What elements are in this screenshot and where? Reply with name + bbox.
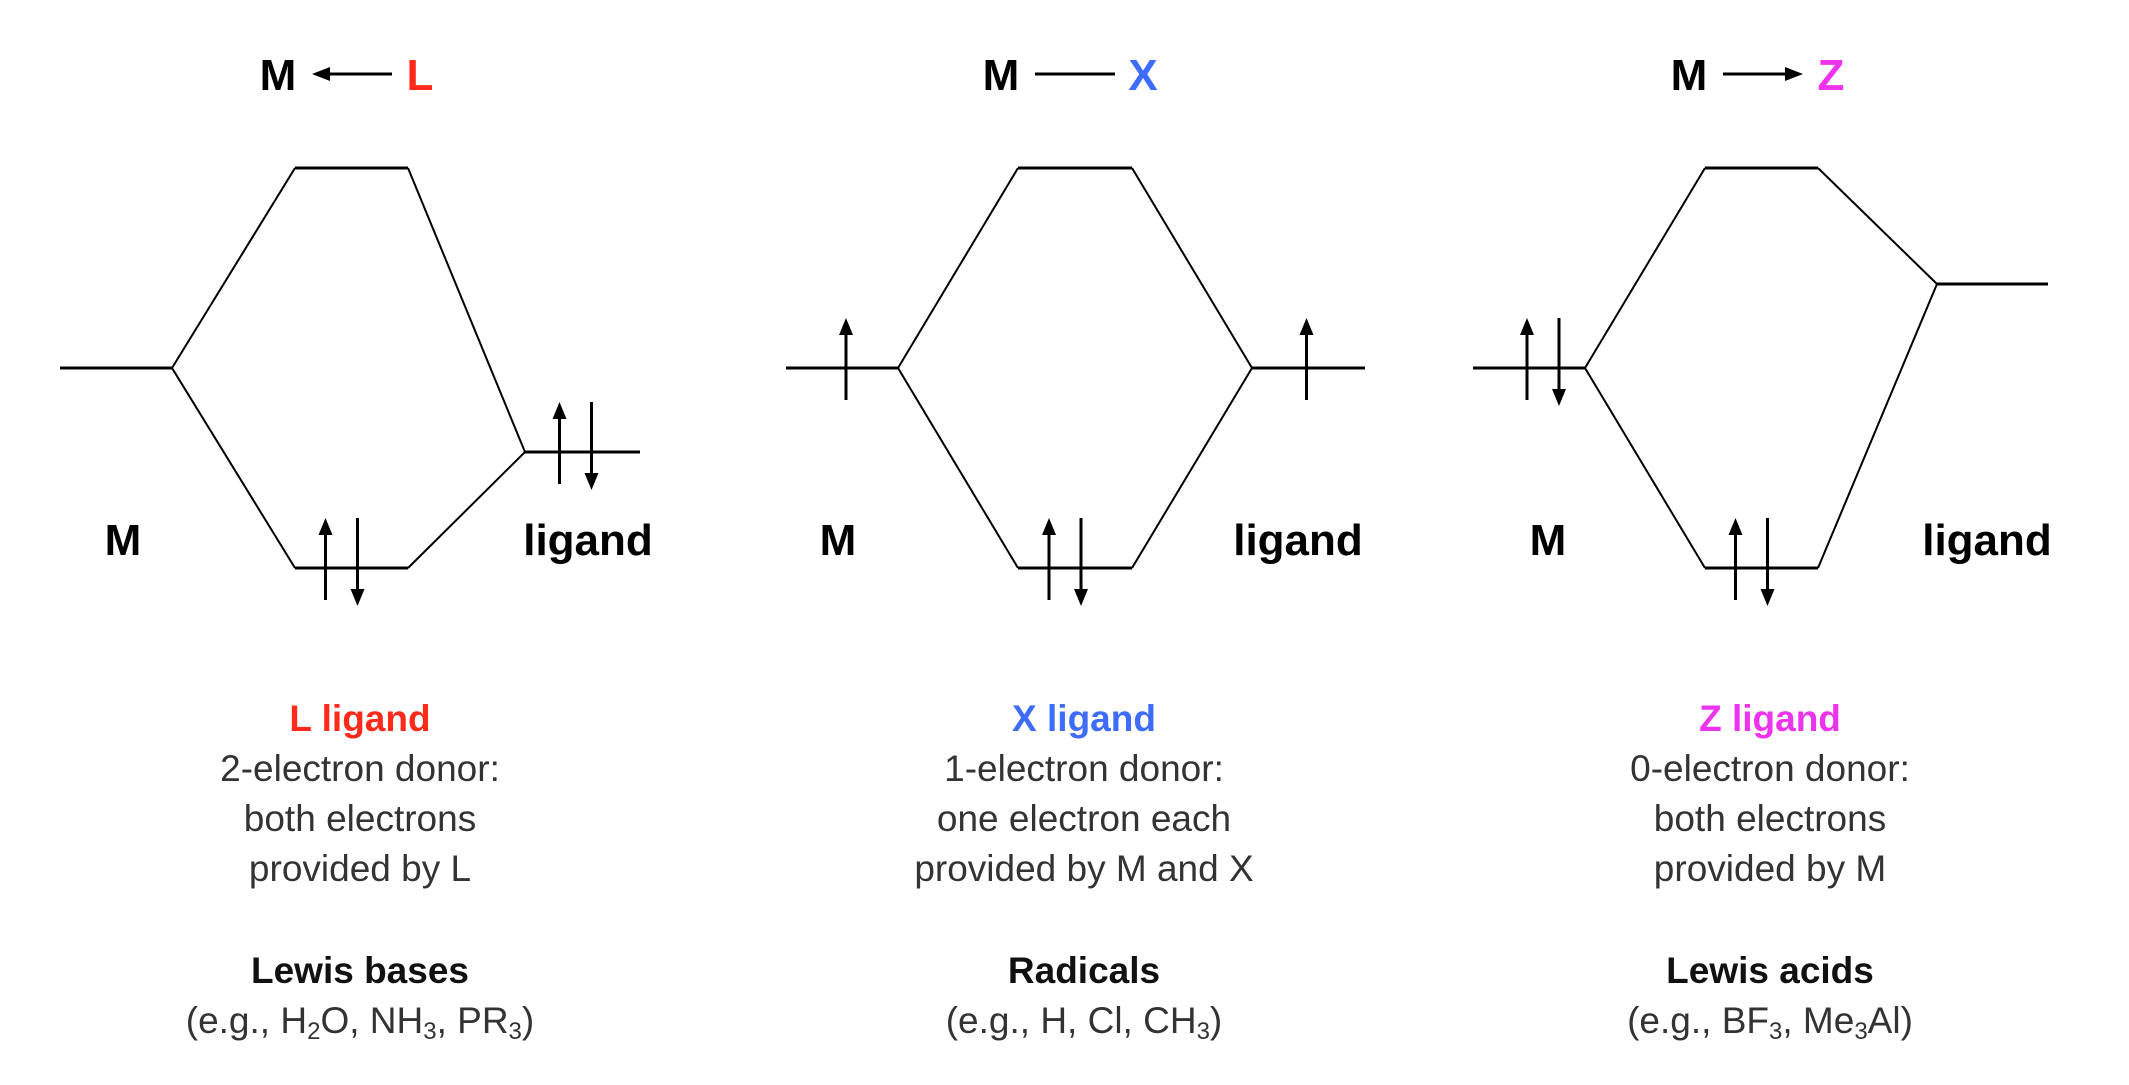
x-ligand-description: X ligand 1-electron donor: one electron …: [804, 694, 1364, 1046]
l-corr-metal-top: [171, 167, 296, 369]
x-class-label: Radicals: [1007, 950, 1161, 991]
x-bonding-electrons-down: [1074, 518, 1088, 606]
x-header-ligand: X: [1128, 51, 1157, 100]
x-bonding-electrons-up-head: [1042, 518, 1056, 535]
x-desc-line-1: 1-electron donor:: [944, 748, 1224, 789]
l-ligand-electrons-down: [584, 402, 599, 490]
l-class-label: Lewis bases: [250, 950, 469, 991]
x-examples: (e.g., H, Cl, CH3): [945, 1000, 1223, 1045]
z-corr-ligand-top: [1817, 167, 1938, 285]
z-corr-metal-top: [1584, 167, 1706, 369]
x-desc-line-2: one electron each: [936, 798, 1232, 839]
x-bonding-electrons-down-head: [1074, 589, 1088, 606]
z-metal-electrons-down: [1552, 318, 1566, 406]
x-corr-ligand-bottom: [1131, 367, 1253, 569]
z-ligand-description: Z ligand 0-electron donor: both electron…: [1490, 694, 2050, 1046]
z-corr-metal-bottom: [1584, 367, 1706, 569]
z-desc-line-2: both electrons: [1653, 798, 1887, 839]
l-ligand-description: L ligand 2-electron donor: both electron…: [80, 694, 640, 1046]
z-desc-line-3: provided by M: [1653, 848, 1887, 889]
x-desc-line-3: provided by M and X: [914, 848, 1254, 889]
l-corr-ligand-top: [407, 167, 526, 453]
z-ligand-title: Z ligand: [1699, 698, 1841, 739]
x-corr-metal-bottom: [897, 367, 1019, 569]
x-bonding-electrons-up: [1042, 518, 1056, 600]
x-ligand-label: ligand: [1233, 516, 1363, 565]
z-bonding-electrons-down: [1760, 518, 1775, 606]
z-bonding-electrons-up-head: [1728, 518, 1743, 535]
x-metal-label: M: [820, 516, 857, 565]
l-desc-line-1: 2-electron donor:: [220, 748, 500, 789]
z-metal-electrons-up-head: [1520, 318, 1534, 335]
z-header-arrowhead: [1785, 67, 1803, 81]
z-bonding-electrons-up: [1728, 518, 1743, 600]
z-metal-electrons-up: [1520, 318, 1534, 400]
l-ligand-label: ligand: [523, 516, 653, 565]
z-header-ligand: Z: [1818, 51, 1845, 100]
l-header-metal: M: [260, 51, 297, 100]
x-ligand-electron-up: [1299, 318, 1314, 400]
l-ligand-electrons-down-head: [584, 473, 599, 490]
l-metal-label: M: [105, 516, 142, 565]
l-header-ligand: L: [407, 51, 434, 100]
z-header-metal: M: [1671, 51, 1708, 100]
z-ligand-label: ligand: [1922, 516, 2052, 565]
z-metal-label: M: [1530, 516, 1567, 565]
l-corr-metal-bottom: [171, 367, 296, 569]
l-ligand-electrons-up-head: [552, 402, 567, 419]
x-metal-electron-up: [839, 318, 853, 400]
l-ligand-electrons-up: [552, 402, 567, 484]
x-ligand-title: X ligand: [1012, 698, 1156, 739]
z-metal-electrons-down-head: [1552, 389, 1566, 406]
l-desc-line-2: both electrons: [243, 798, 477, 839]
l-corr-ligand-bottom: [407, 451, 526, 569]
l-bonding-electrons-up-head: [318, 518, 333, 535]
l-ligand-title: L ligand: [289, 698, 431, 739]
l-header-arrowhead: [312, 67, 330, 81]
l-examples: (e.g., H2O, NH3, PR3): [185, 1000, 535, 1045]
x-corr-metal-top: [897, 167, 1019, 369]
l-bonding-electrons-up: [318, 518, 333, 600]
l-desc-line-3: provided by L: [248, 848, 472, 889]
x-corr-ligand-top: [1131, 167, 1253, 369]
z-class-label: Lewis acids: [1666, 950, 1874, 991]
x-metal-electron-up-head: [839, 318, 853, 335]
x-header-metal: M: [983, 51, 1020, 100]
x-ligand-electron-up-head: [1299, 318, 1314, 335]
z-bonding-electrons-down-head: [1760, 589, 1775, 606]
l-bonding-electrons-down: [350, 518, 365, 606]
l-bonding-electrons-down-head: [350, 589, 365, 606]
z-desc-line-1: 0-electron donor:: [1630, 748, 1910, 789]
z-examples: (e.g., BF3, Me3Al): [1627, 1000, 1913, 1045]
z-corr-ligand-bottom: [1817, 283, 1938, 569]
